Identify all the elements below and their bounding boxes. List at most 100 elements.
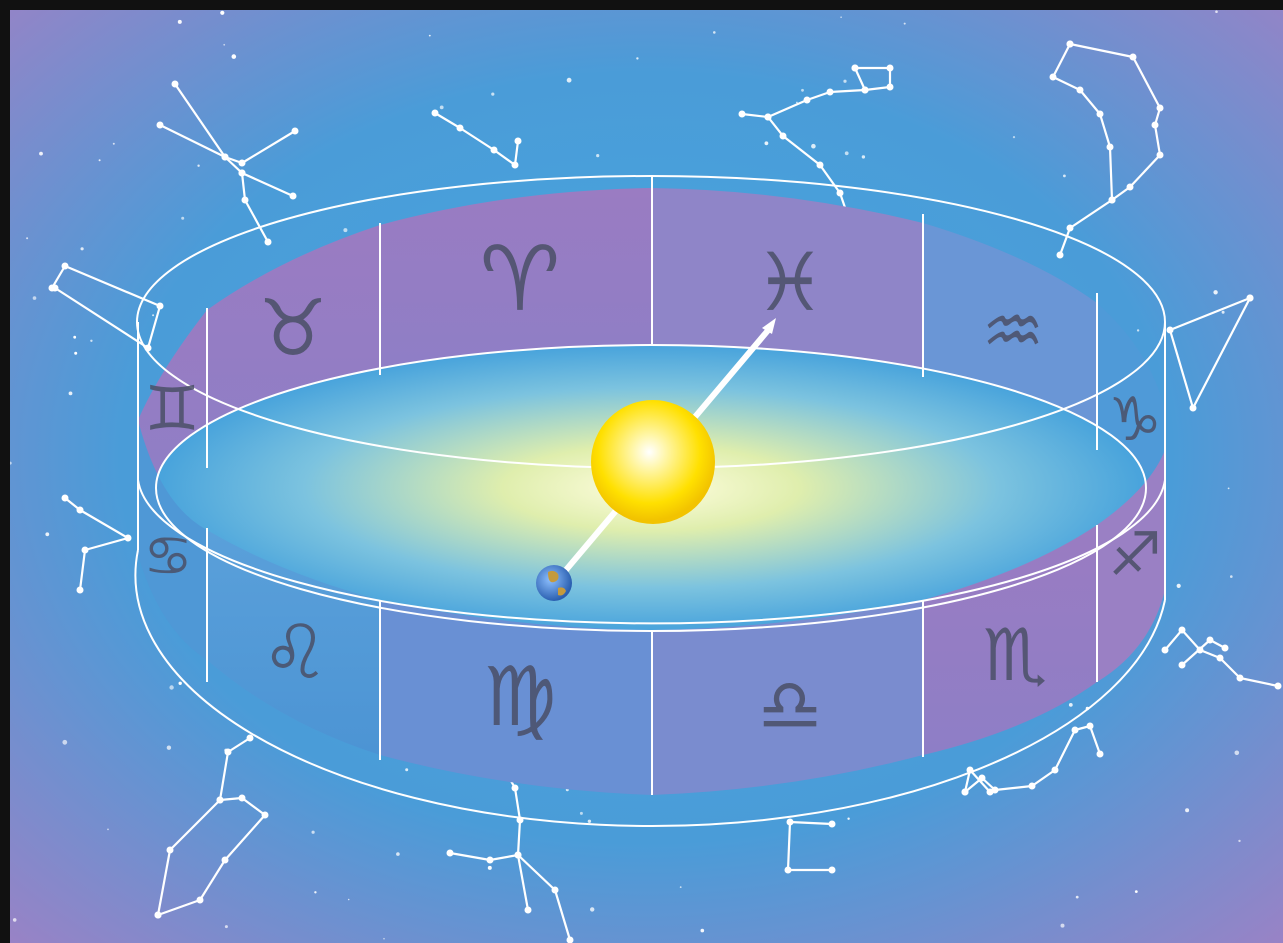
star-dot [223,44,225,46]
star-dot [39,152,43,156]
constellation-star [827,89,834,96]
constellation-star [1029,783,1036,790]
star-dot [567,78,572,83]
constellation-star [172,81,179,88]
zodiac-diagram: ♈ ♓ ♒ ♑ ♐ ♏ ♎ ♍ ♌ ♋ ♊ ♉ [10,10,1283,943]
constellation-star [262,812,269,819]
constellation-star [239,795,246,802]
constellation-star [1157,152,1164,159]
star-dot [181,217,184,220]
star-dot [713,31,716,34]
constellation-star [491,147,498,154]
aquarius-glyph: ♒ [982,290,1045,372]
constellation-star [1067,41,1074,48]
constellation-star [290,193,297,200]
star-dot [840,16,842,18]
constellation-star [1052,767,1059,774]
virgo-glyph: ♍ [483,650,557,745]
constellation-star [239,160,246,167]
star-dot [440,106,444,110]
constellation-star [242,197,249,204]
constellation-star [157,303,164,310]
star-dot [33,296,37,300]
star-dot [845,151,849,155]
constellation-star [1167,327,1174,334]
leo-glyph: ♌ [261,608,328,696]
constellation-star [155,912,162,919]
constellation-star [167,847,174,854]
star-dot [99,159,101,161]
star-dot [862,155,865,158]
star-dot [1215,10,1218,13]
constellation-star [1127,184,1134,191]
constellation-star [1237,675,1244,682]
constellation-star [512,785,519,792]
constellation-star [217,797,224,804]
star-dot [590,907,594,911]
constellation-star [525,907,532,914]
constellation-star [780,133,787,140]
star-dot [225,925,228,928]
star-dot [1137,329,1139,331]
cancer-glyph: ♋ [143,524,192,588]
star-dot [26,237,28,239]
capricorn-glyph: ♑ [1108,385,1162,455]
star-dot [1063,175,1066,178]
star-dot [169,685,173,689]
constellation-star [852,65,859,72]
constellation-star [1207,637,1214,644]
constellation-star [1217,655,1224,662]
constellation-star [515,852,522,859]
constellation-star [239,170,246,177]
star-dot [343,228,347,232]
constellation-star [125,535,132,542]
constellation-star [817,162,824,169]
star-dot [1076,896,1079,899]
constellation-star [1067,225,1074,232]
constellation-star [1152,122,1159,129]
constellation-star [887,65,894,72]
constellation-star [987,789,994,796]
star-dot [13,918,17,922]
star-dot [62,740,67,745]
constellation-star [1050,74,1057,81]
star-dot [45,532,49,536]
zodiac-svg: ♈ ♓ ♒ ♑ ♐ ♏ ♎ ♍ ♌ ♋ ♊ ♉ [10,10,1283,943]
constellation-star [1057,252,1064,259]
aries-glyph: ♈ [480,227,561,332]
constellation-star [1179,662,1186,669]
earth-icon [536,565,572,601]
star-dot [348,899,350,901]
star-dot [904,23,906,25]
constellation-star [1087,723,1094,730]
sagittarius-glyph: ♐ [1108,520,1162,590]
constellation-star [1222,645,1229,652]
constellation-star [197,897,204,904]
constellation-star [447,850,454,857]
star-dot [312,831,315,834]
constellation-star [265,239,272,246]
star-dot [220,11,224,15]
star-dot [580,812,583,815]
constellation-star [247,735,254,742]
constellation-star [829,821,836,828]
star-dot [1185,808,1189,812]
constellation-star [552,887,559,894]
star-dot [1238,840,1240,842]
constellation-star [804,97,811,104]
star-dot [1235,751,1240,756]
star-dot [81,247,84,250]
constellation-star [787,819,794,826]
star-dot [69,392,73,396]
taurus-glyph: ♉ [258,284,328,374]
star-dot [491,93,494,96]
constellation-star [292,128,299,135]
constellation-star [1097,111,1104,118]
star-dot [1177,584,1181,588]
star-dot [107,829,109,831]
star-dot [1228,488,1230,490]
constellation-star [432,110,439,117]
constellation-star [887,84,894,91]
constellation-star [52,285,59,292]
constellation-star [1072,727,1079,734]
